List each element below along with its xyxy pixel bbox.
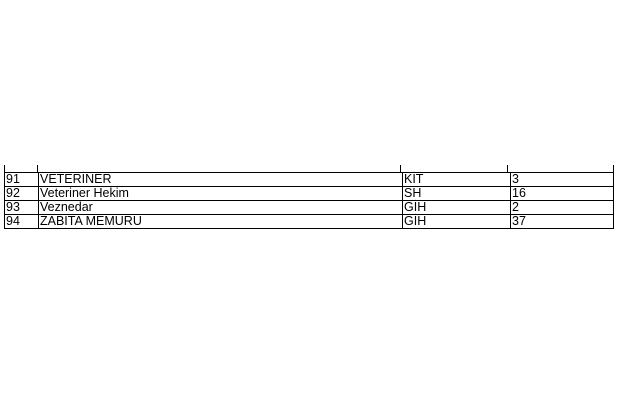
position-count: 16 <box>510 186 614 201</box>
position-count: 3 <box>510 172 614 187</box>
table-row: 94 ZABITA MEMURU GİH 37 <box>4 214 614 229</box>
service-class: GİH <box>402 200 511 215</box>
table-row: 92 Veteriner Hekim SH 16 <box>4 186 614 201</box>
staff-table: 91 VETERİNER KİT 3 92 Veteriner Hekim SH… <box>4 172 614 229</box>
position-title: VETERİNER <box>38 172 403 187</box>
service-class: GİH <box>402 214 511 229</box>
row-number: 91 <box>4 172 39 187</box>
table-row: 91 VETERİNER KİT 3 <box>4 172 614 187</box>
row-number: 92 <box>4 186 39 201</box>
row-number: 94 <box>4 214 39 229</box>
service-class: SH <box>402 186 511 201</box>
row-number: 93 <box>4 200 39 215</box>
position-title: ZABITA MEMURU <box>38 214 403 229</box>
clipped-previous-row <box>4 165 614 172</box>
position-count: 2 <box>510 200 614 215</box>
table-row: 93 Veznedar GİH 2 <box>4 200 614 215</box>
service-class: KİT <box>402 172 511 187</box>
position-title: Veteriner Hekim <box>38 186 403 201</box>
position-title: Veznedar <box>38 200 403 215</box>
position-count: 37 <box>510 214 614 229</box>
